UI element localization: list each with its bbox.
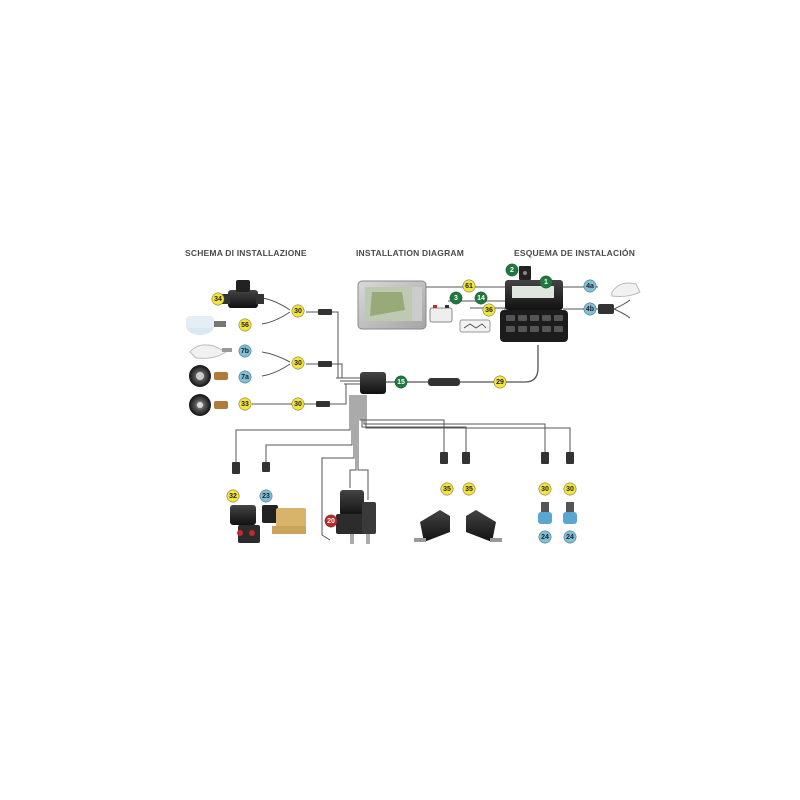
badge-label: 35 <box>443 486 451 493</box>
badge-label: 24 <box>566 534 574 541</box>
badge-label: 34 <box>214 296 222 303</box>
badge-23: 23 <box>259 489 273 503</box>
badge-36: 36 <box>482 303 496 317</box>
badge-35: 35 <box>440 482 454 496</box>
connector-plugs <box>232 309 574 474</box>
badge-61: 61 <box>462 279 476 293</box>
badge-30: 30 <box>291 356 305 370</box>
badge-label: 32 <box>229 493 237 500</box>
badge-label: 7b <box>241 348 249 355</box>
badge-label: 1 <box>544 279 548 286</box>
pressure-transducer-left-device <box>538 502 552 524</box>
manifold-device <box>262 505 306 534</box>
badge-label: 30 <box>541 486 549 493</box>
badge-label: 29 <box>496 379 504 386</box>
badge-30: 30 <box>291 397 305 411</box>
badge-label: 30 <box>294 360 302 367</box>
badge-label: 56 <box>241 322 249 329</box>
badge-30: 30 <box>538 482 552 496</box>
valve-group-device <box>230 505 260 543</box>
badge-29: 29 <box>493 375 507 389</box>
badge-30: 30 <box>563 482 577 496</box>
badge-label: 61 <box>465 283 473 290</box>
terminal-display-device <box>357 280 427 330</box>
badge-30: 30 <box>291 304 305 318</box>
badge-20: 20 <box>324 514 338 528</box>
title-spanish: ESQUEMA DE INSTALACIÓN <box>514 248 636 258</box>
badge-33: 33 <box>238 397 252 411</box>
battery-device <box>429 305 453 323</box>
main-harness-connector <box>360 372 460 394</box>
badge-label: 30 <box>566 486 574 493</box>
badge-label: 4a <box>586 283 594 290</box>
title-italian: SCHEMA DI INSTALLAZIONE <box>185 248 307 258</box>
actuator-left-device <box>414 510 450 542</box>
switch-panel-device <box>459 319 491 333</box>
badge-label: 24 <box>541 534 549 541</box>
badge-14: 14 <box>474 291 488 305</box>
rpm-sensor-device <box>189 394 228 416</box>
badge-32: 32 <box>226 489 240 503</box>
badge-label: 30 <box>294 401 302 408</box>
badge-24: 24 <box>538 530 552 544</box>
badge-1: 1 <box>539 275 553 289</box>
adapter-cable-device <box>598 299 631 319</box>
badge-label: 14 <box>477 295 485 302</box>
badge-label: 15 <box>397 379 405 386</box>
badge-label: 35 <box>465 486 473 493</box>
controller-unit-device <box>500 280 568 342</box>
title-english: INSTALLATION DIAGRAM <box>356 248 465 258</box>
badge-label: 4b <box>586 306 594 313</box>
badge-label: 2 <box>510 267 514 274</box>
pressure-transducer-right-device <box>563 502 577 524</box>
badge-7a: 7a <box>238 370 252 384</box>
badge-2: 2 <box>505 263 519 277</box>
badge-label: 23 <box>262 493 270 500</box>
badge-label: 30 <box>294 308 302 315</box>
gps-antenna-device <box>611 282 641 297</box>
flow-meter-device <box>222 280 264 308</box>
badge-label: 36 <box>485 307 493 314</box>
badge-label: 7a <box>241 374 249 381</box>
radar-speed-sensor-device <box>189 344 232 359</box>
relay-device <box>519 266 531 280</box>
control-valve-device <box>336 490 376 544</box>
pressure-sensor-device <box>186 316 226 335</box>
badge-56: 56 <box>238 318 252 332</box>
badge-24: 24 <box>563 530 577 544</box>
badge-4a: 4a <box>583 279 597 293</box>
badge-15: 15 <box>394 375 408 389</box>
badge-label: 33 <box>241 401 249 408</box>
badge-35: 35 <box>462 482 476 496</box>
actuator-right-device <box>466 510 502 542</box>
badge-label: 20 <box>327 518 335 525</box>
wheel-sensor-device <box>189 365 228 387</box>
badge-3: 3 <box>449 291 463 305</box>
badge-label: 3 <box>454 295 458 302</box>
badge-34: 34 <box>211 292 225 306</box>
badge-7b: 7b <box>238 344 252 358</box>
badge-4b: 4b <box>583 302 597 316</box>
